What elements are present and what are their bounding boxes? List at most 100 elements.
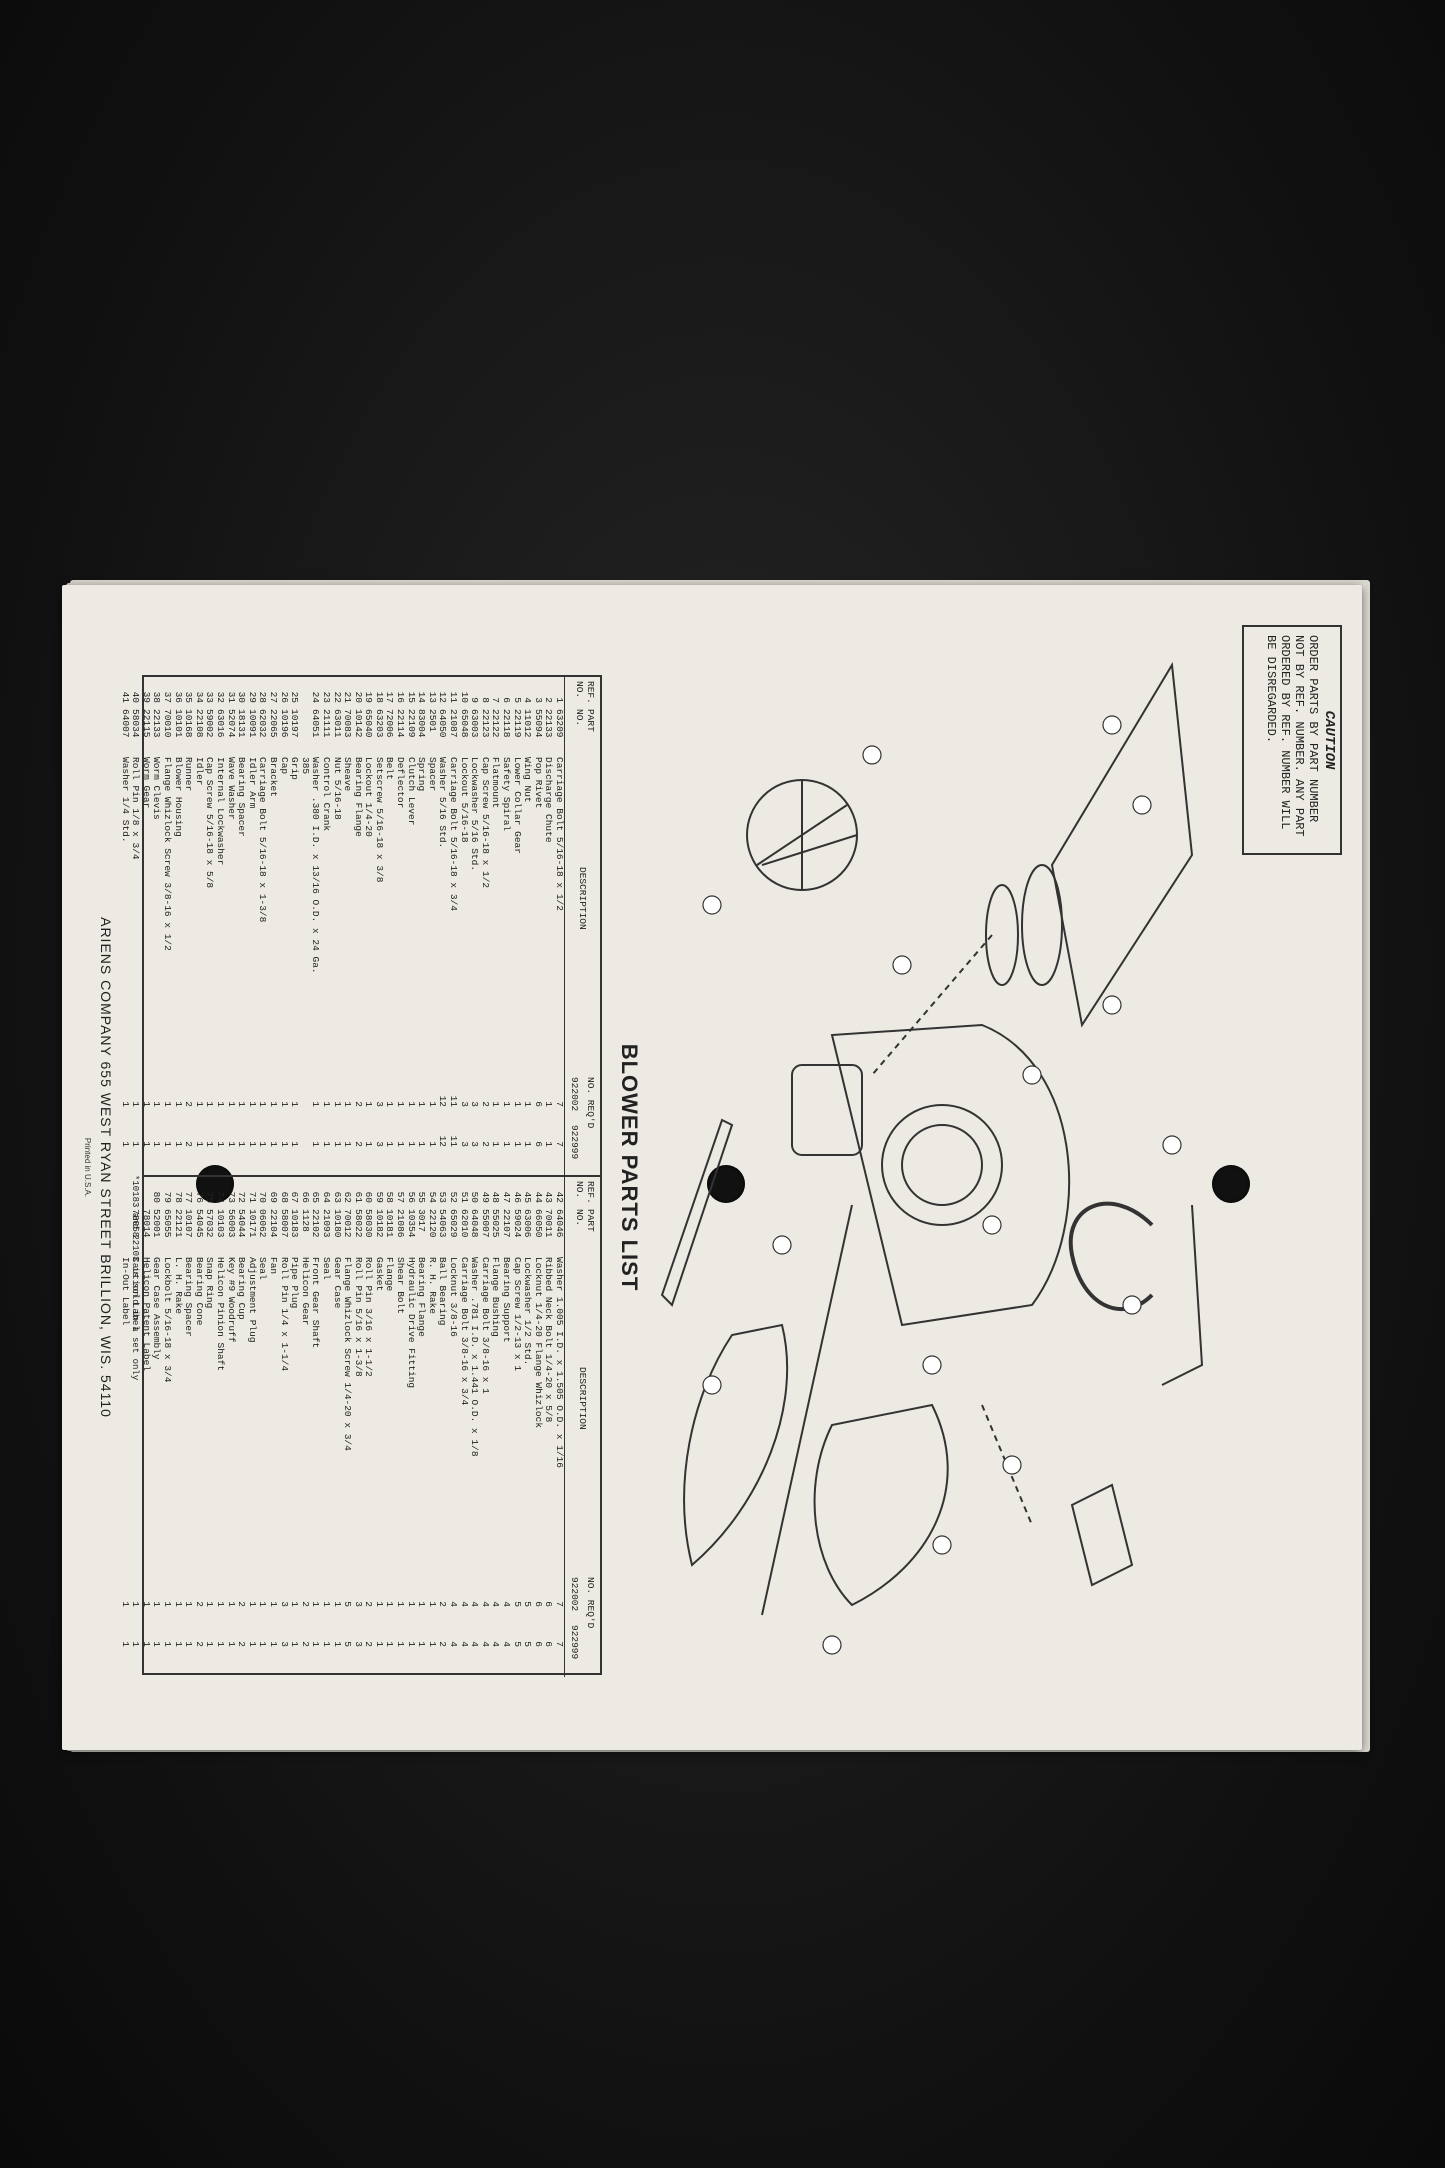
callout-bubble [702,1375,722,1395]
header-model-2: 922999 [569,1125,580,1160]
qty-922999: 7 [554,1641,565,1647]
description: Setscrew 5/16-18 x 3/8 [373,757,384,883]
ref-no: 49 [479,1191,491,1203]
part-no: 10168 [183,709,195,738]
qty-922002: 6 [532,1101,544,1107]
ref-no: 44 [532,1191,544,1203]
qty-922002: 1 [310,1601,322,1607]
part-no: 10197 [289,709,301,738]
part-no: 58007 [278,1209,290,1238]
header-ref: REF. NO. [574,1181,596,1204]
qty-922002: 1 [320,1601,332,1607]
qty-922999: 1 [215,1641,226,1647]
qty-922999: 3 [458,1141,470,1147]
qty-922002: 4 [469,1601,481,1607]
qty-922002: 1 [246,1601,258,1607]
part-no: 52074 [225,709,237,738]
collar-gear-drawing [985,884,1019,986]
callout-bubble [702,895,722,915]
qty-922999: 1 [162,1141,174,1147]
ref-no: 79 [162,1191,174,1203]
part-no: 22108 [193,709,205,738]
description: Pop Rivet [532,757,543,809]
part-no: 10091 [246,709,258,738]
qty-922999: 1 [246,1141,258,1147]
callout-bubble [1022,1065,1042,1085]
ref-no: 55 [416,1191,428,1203]
part-no: 10354 [405,1209,417,1238]
ref-no: 71 [246,1191,258,1203]
qty-922002: 1 [140,1601,152,1607]
ref-no: 4 [522,697,534,703]
blower-housing-drawing [830,1023,1071,1327]
part-no: 18131 [236,709,248,738]
ref-no: 30 [236,691,248,703]
qty-922999: 1 [342,1141,354,1147]
qty-922002: 1 [151,1601,163,1607]
ref-no: 20 [352,691,364,703]
header-model-2: 922999 [569,1625,580,1660]
qty-922999: 2 [183,1141,195,1147]
qty-922002: 1 [267,1601,279,1607]
part-no: 70083 [342,709,354,738]
description: Ribbed Neck Bolt 1/4-20 x 5/8 [543,1257,554,1423]
description: Bearing Cone [193,1257,204,1326]
part-no: 70010 [162,709,174,738]
qty-922999: 6 [543,1641,555,1647]
qty-922999: 1 [416,1141,428,1147]
description: Key #9 Woodruff [225,1257,236,1343]
ref-no: 78 [172,1191,184,1203]
qty-922002: 3 [458,1101,470,1107]
qty-922999: 4 [490,1641,502,1647]
part-no: 22119 [511,709,523,738]
part-no: 10181 [384,1209,396,1238]
ref-no: 72 [236,1191,248,1203]
ref-no: 10 [458,691,470,703]
qty-922002: 2 [183,1101,195,1107]
description: Gear Case Assembly [151,1257,162,1360]
description: Helicon Pinion Shaft [215,1257,225,1372]
qty-922999: 6 [532,1141,544,1147]
ref-no: 70 [257,1191,269,1203]
qty-922002: 1 [172,1101,184,1107]
part-no: 55007 [479,1209,491,1238]
ref-no: 3 [532,697,544,703]
qty-922999: 1 [373,1641,385,1647]
description: Hydraulic Drive Fitting [405,1257,416,1389]
ref-no: 51 [458,1191,470,1203]
description: Bearing Spacer [236,757,247,837]
callout-bubble [922,1355,942,1375]
description: Helicon Patent Label [140,1257,151,1372]
qty-922002: 1 [501,1101,513,1107]
part-no: 54044 [236,1209,248,1238]
company-footer: ARIENS COMPANY 655 WEST RYAN STREET BRIL… [98,917,114,1418]
description: Washer 1.005 I.D. x 1.505 O.D. x 1/16 [554,1257,564,1468]
qty-922999: 1 [225,1141,237,1147]
discharge-chute-drawing [1050,661,1194,1028]
qty-922999: 1 [246,1641,258,1647]
ref-no: 25 [289,691,301,703]
part-no: 22118 [501,709,513,738]
description: Spring [416,757,427,792]
ref-no: 53 [437,1191,449,1203]
part-no: 62010 [458,1209,470,1238]
qty-922002: 1 [426,1601,438,1607]
ref-no: 57 [395,1191,407,1203]
ref-no: 38 [151,691,163,703]
part-no: 64046 [554,1209,565,1238]
qty-922999: 1 [172,1141,184,1147]
